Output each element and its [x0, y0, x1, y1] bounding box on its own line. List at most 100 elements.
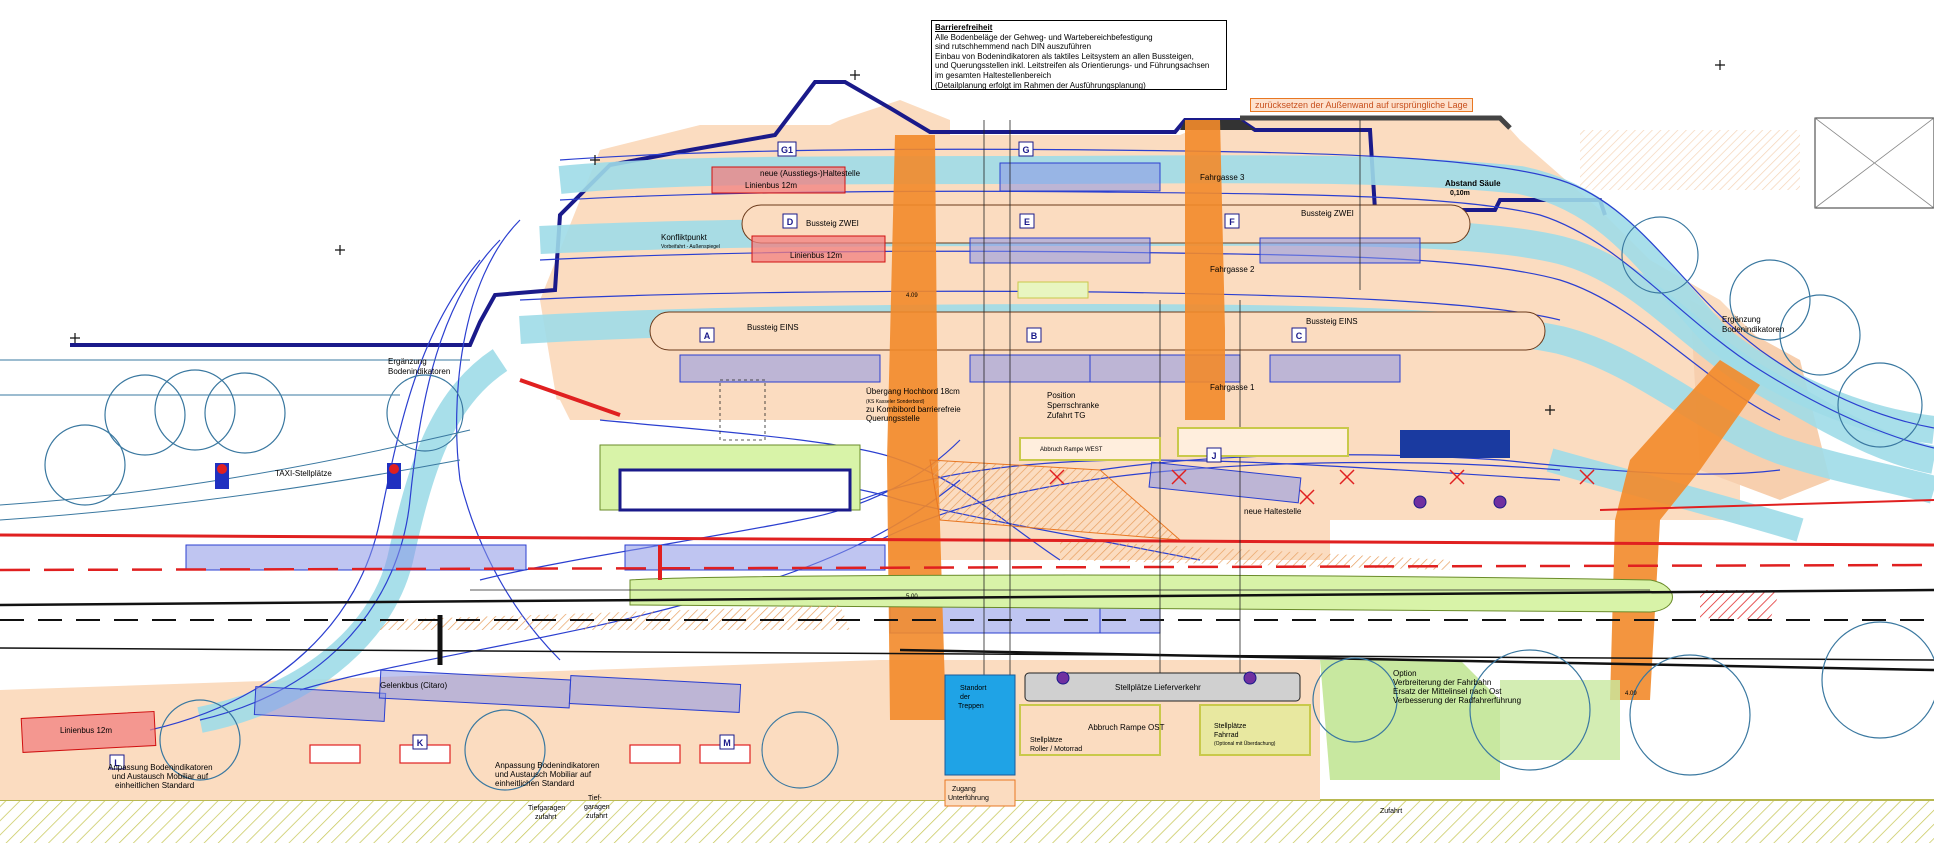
- label-dim-500: 5.00: [906, 594, 918, 600]
- removed-items: [1049, 469, 1595, 505]
- label-option-3: Ersatz der Mittelinsel nach Ost: [1393, 687, 1502, 696]
- label-articulated: Gelenkbus (Citaro): [380, 681, 447, 690]
- label-stair-1: Standort: [960, 685, 987, 692]
- label-erg-left-2: Bodenindikatoren: [388, 367, 450, 376]
- label-bus12-mid: Linienbus 12m: [790, 251, 842, 260]
- stop-m: M: [723, 738, 731, 748]
- stop-g: G: [1022, 145, 1029, 155]
- stop-e: E: [1024, 217, 1030, 227]
- label-bike-1: Stellplätze: [1214, 723, 1246, 730]
- stop-l: L: [114, 758, 120, 768]
- barrier-note-heading: Barrierefreiheit: [935, 23, 993, 32]
- medians: [599, 444, 1673, 780]
- bus-stop-poles: [1056, 495, 1507, 685]
- label-crossing-2: (KS Kasseler Sonderbord): [866, 399, 925, 405]
- barrier-note-line: sind rutschhemmend nach DIN auszuführen: [935, 42, 1092, 52]
- label-stair-2: der: [960, 694, 971, 701]
- stop-j: J: [1211, 451, 1216, 461]
- label-option-4: Verbesserung der Radfahrerführung: [1393, 696, 1521, 705]
- label-garage-3: Tief-: [588, 795, 602, 802]
- label-lane-2: Fahrgasse 2: [1210, 265, 1255, 274]
- label-erg-right-2: Bodenindikatoren: [1722, 325, 1784, 334]
- label-erg-left-1: Ergänzung: [388, 357, 427, 366]
- crossing-light: [1017, 281, 1089, 299]
- road-markings: [0, 378, 1934, 672]
- label-indicators-3: einheitlichen Standard: [115, 781, 194, 790]
- stop-a: A: [704, 331, 711, 341]
- label-indicators-1: Anpassung Bodenindikatoren: [108, 763, 213, 772]
- label-underpass-1: Zugang: [952, 786, 976, 793]
- label-barrier-3: Zufahrt TG: [1047, 411, 1086, 420]
- label-garage-5: zufahrt: [586, 813, 607, 820]
- label-platform-zwei: Bussteig ZWEI: [806, 219, 859, 228]
- label-scooter-1: Stellplätze: [1030, 737, 1062, 744]
- label-scooter-2: Roller / Motorrad: [1030, 746, 1082, 753]
- bus-bays: [185, 162, 1421, 722]
- label-dim-409b: 4.09: [1625, 691, 1637, 697]
- label-ramp-west: Abbruch Rampe WEST: [1040, 447, 1103, 453]
- label-indicators-2: und Austausch Mobiliar auf: [112, 772, 209, 781]
- barrier-note-line: (Detailplanung erfolgt im Rahmen der Aus…: [935, 80, 1146, 90]
- label-conflict: Konfliktpunkt: [661, 233, 708, 242]
- label-garage-4: garagen: [584, 804, 610, 811]
- wall-note-tag: zurücksetzen der Außenwand auf ursprüngl…: [1250, 98, 1473, 112]
- delivery-parking: [1024, 672, 1301, 702]
- label-barrier-2: Sperrschranke: [1047, 401, 1100, 410]
- label-crossing-4: Querungsstelle: [866, 414, 920, 423]
- scooter-parking: [1019, 704, 1161, 756]
- survey-marks: [70, 60, 1725, 415]
- label-bike-2: Fahrrad: [1214, 732, 1239, 739]
- barrier-note-line: im gesamten Haltestellenbereich: [935, 70, 1052, 80]
- label-bike-3: (Optional mit Überdachung): [1214, 740, 1276, 747]
- label-new-stop-top: neue (Ausstiegs-)Haltestelle: [760, 169, 861, 178]
- label-new-stop-mid: neue Haltestelle: [1244, 507, 1302, 516]
- taxi-signs: [215, 463, 401, 489]
- label-abstand-val: 0,10m: [1450, 190, 1470, 197]
- label-bus12-left: Linienbus 12m: [60, 726, 112, 735]
- label-crossing-3: zu Kombibord barrierefreie: [866, 405, 961, 414]
- label-garage-2: zufahrt: [535, 814, 556, 821]
- dimension-lines: [470, 120, 1650, 690]
- label-bus12-top: Linienbus 12m: [745, 181, 797, 190]
- stop-letter-badges: G1 G D E F A B C J K L M: [109, 141, 1307, 770]
- label-indicators-b2: und Austausch Mobiliar auf: [495, 770, 592, 779]
- label-lane-3: Fahrgasse 3: [1200, 173, 1245, 182]
- label-dim-409: 4.09: [906, 293, 918, 299]
- barrier-free-note: Barrierefreiheit Alle Bodenbeläge der Ge…: [931, 20, 1227, 90]
- label-stair-3: Treppen: [958, 703, 984, 710]
- barrier-note-line: Einbau von Bodenindikatoren als taktiles…: [935, 51, 1194, 61]
- label-abstand: Abstand Säule: [1445, 179, 1501, 188]
- stop-k: K: [417, 738, 424, 748]
- label-indicators-b1: Anpassung Bodenindikatoren: [495, 761, 600, 770]
- label-ramp-ost: Abbruch Rampe OST: [1088, 723, 1165, 732]
- stair-location: [944, 674, 1016, 776]
- red-hatch-island: [1700, 590, 1780, 620]
- label-platform-eins-right: Bussteig EINS: [1306, 317, 1358, 326]
- label-option-1: Option: [1393, 669, 1417, 678]
- label-conflict-sub: Vorbeifahrt - Außenspiegel: [661, 244, 720, 250]
- label-taxi: TAXI-Stellplätze: [275, 469, 332, 478]
- label-barrier-1: Position: [1047, 391, 1075, 400]
- label-platform-zwei-right: Bussteig ZWEI: [1301, 209, 1354, 218]
- label-indicators-b3: einheitlichen Standard: [495, 779, 574, 788]
- label-lane-1: Fahrgasse 1: [1210, 383, 1255, 392]
- stop-c: C: [1296, 331, 1303, 341]
- label-erg-right-1: Ergänzung: [1722, 315, 1761, 324]
- label-zufahrt: Zufahrt: [1380, 808, 1402, 815]
- label-garage-1: Tiefgaragen: [528, 805, 565, 812]
- bike-parking: [1199, 704, 1311, 756]
- crossing-strips: [887, 120, 1760, 720]
- label-underpass-2: Unterführung: [948, 795, 989, 802]
- articulated-and-12m-buses: [20, 166, 886, 753]
- barrier-note-line: Alle Bodenbeläge der Gehweg- und Wartebe…: [935, 32, 1153, 42]
- platform-eins: [649, 311, 1546, 351]
- stop-g1: G1: [781, 145, 793, 155]
- barrier-note-line: und Querungsstellen inkl. Leitstreifen a…: [935, 61, 1210, 71]
- trees: [44, 216, 1934, 791]
- label-option-2: Verbreiterung der Fahrbahn: [1393, 678, 1491, 687]
- lower-sidewalk-hatch: [0, 800, 1934, 843]
- label-delivery: Stellplätze Lieferverkehr: [1115, 683, 1201, 692]
- stop-b: B: [1031, 331, 1038, 341]
- adjacent-building: [1814, 117, 1934, 209]
